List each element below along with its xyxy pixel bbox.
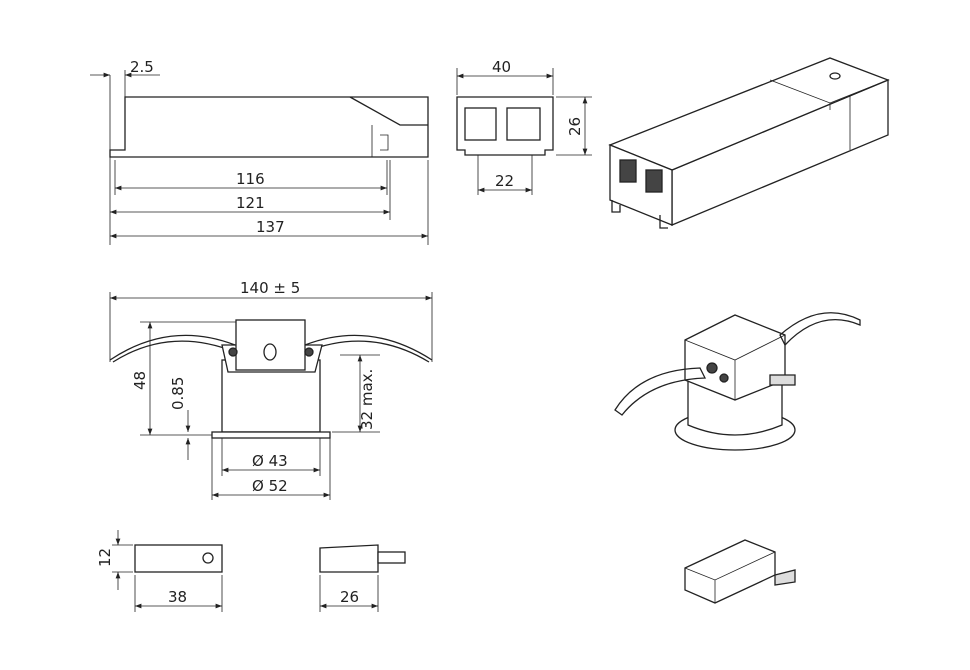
downlight-isometric [614,312,861,451]
dim-body-diameter: Ø 43 [252,452,288,470]
dim-length-121: 121 [236,194,265,212]
dim-connector-side-length: 26 [340,588,359,606]
driver-side-view: 2.5 116 121 137 [90,58,429,245]
dim-front-height: 26 [566,117,584,136]
connector-isometric [684,539,796,604]
dim-wire-span: 140 ± 5 [240,279,300,297]
driver-isometric [608,57,890,229]
connector-side-view: 26 [319,544,406,612]
dim-connector-length: 38 [168,588,187,606]
downlight-side-view: 140 ± 5 48 0.85 32 max. Ø 43 Ø 52 [109,279,433,500]
dim-length-116: 116 [236,170,265,188]
dim-flange-diameter: Ø 52 [252,477,288,495]
dim-front-width: 40 [492,58,511,76]
dim-total-height: 48 [131,371,149,390]
connector-top-view: 12 38 [96,530,223,612]
dim-length-137: 137 [256,218,285,236]
driver-front-view: 40 26 22 [456,58,592,195]
dim-recess-depth: 32 max. [358,369,376,430]
dim-side-offset: 2.5 [130,58,154,76]
dim-front-spacing: 22 [495,172,514,190]
dim-connector-height: 12 [96,548,114,567]
dim-flange-thickness: 0.85 [169,377,187,410]
